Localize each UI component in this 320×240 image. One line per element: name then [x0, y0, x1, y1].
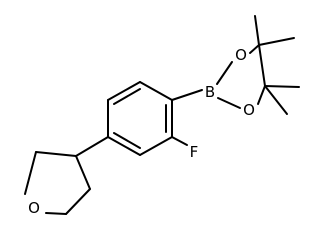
- bond-ring-double-1: [113, 88, 141, 105]
- bond-methyl-top-2: [258, 37, 295, 46]
- molecule-diagram: B O O F O: [24, 15, 300, 217]
- atom-oxygen-bottom: O: [243, 101, 255, 119]
- bond-boron-oxygen-top: [216, 61, 233, 85]
- bonds: [24, 15, 300, 215]
- bond-ring-c5-c6: [139, 136, 173, 156]
- bond-ring-double-2: [113, 132, 141, 149]
- bond-carbon-carbon: [258, 44, 266, 87]
- bond-methyl-bottom-2: [264, 85, 288, 115]
- bond-ring-c1-c2: [139, 81, 173, 101]
- bond-thf-o-c5: [45, 212, 67, 215]
- bond-thf-c2-o: [24, 151, 37, 195]
- bond-oxygen-top-carbon: [249, 44, 260, 54]
- atom-fluorine: F: [190, 143, 199, 161]
- bond-ring-c4-c5: [107, 136, 141, 156]
- bond-methyl-bottom-1: [264, 85, 300, 88]
- bond-aryl-thf: [75, 136, 109, 157]
- atom-oxygen-top: O: [235, 46, 247, 64]
- bond-thf-c4-c3: [75, 155, 91, 190]
- bond-carbon-fluorine: [171, 136, 188, 146]
- bond-carbon-oxygen-bottom: [257, 85, 266, 105]
- bond-thf-c5-c4: [65, 188, 91, 215]
- bond-aryl-boron: [171, 89, 203, 101]
- atom-boron: B: [205, 83, 215, 101]
- atom-labels: B O O F O: [28, 46, 255, 217]
- bond-methyl-top-1: [254, 15, 260, 46]
- bond-ring-c2-c3: [107, 81, 141, 101]
- bond-boron-oxygen-bottom: [217, 97, 241, 109]
- atom-oxygen-ring: O: [28, 199, 40, 217]
- bond-thf-c3-c2: [35, 151, 77, 157]
